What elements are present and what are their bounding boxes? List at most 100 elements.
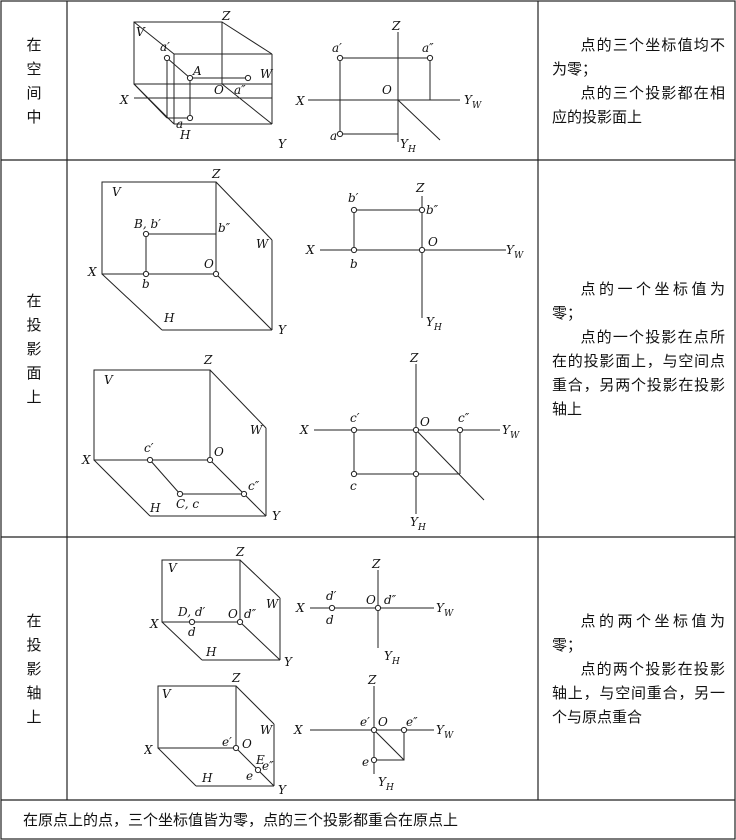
label-W: W <box>256 237 270 251</box>
label-B-b-prime: B, b′ <box>133 217 161 231</box>
label-e: e <box>246 769 253 783</box>
point-O <box>206 456 214 464</box>
row2-desc-line: 点的一个投影在点所在的投影面上，与空间点重合，另两个投影在投影轴上 <box>552 327 725 418</box>
point-D <box>188 618 196 626</box>
point-a-prime <box>163 54 171 62</box>
axis-label-YW-sub: W <box>472 101 482 111</box>
row1-desc-line: 点的三个坐标值均不为零； <box>552 35 725 78</box>
axis-label-YH: Y <box>426 315 435 329</box>
axis-label-YW-sub: W <box>444 609 454 619</box>
proj-point-b-prime <box>350 206 358 214</box>
label-Y: Y <box>278 137 287 151</box>
label-X: X <box>87 265 97 279</box>
label-Z: Z <box>231 672 241 685</box>
axis-label-Z: Z <box>367 674 377 687</box>
label-d: d <box>188 625 196 639</box>
point-O <box>212 270 220 278</box>
label-V: V <box>104 373 114 387</box>
row2b-box-diagram: V Z X Y W H O c′ c″ C, c <box>81 353 281 523</box>
label-A: A <box>192 64 202 78</box>
label-Z: Z <box>211 167 221 181</box>
point-b <box>142 270 150 278</box>
axis-label-X: X <box>295 94 305 108</box>
point-B <box>142 230 150 238</box>
proj-point-a-double-prime <box>426 54 434 62</box>
proj-point-O <box>412 426 420 434</box>
proj-label-b: b <box>350 257 358 271</box>
label-Z: Z <box>221 9 231 23</box>
axis-label-YW: Y <box>436 723 445 737</box>
row2b-projection-diagram: Z X O Y W Y H c′ c″ c <box>299 351 520 530</box>
row1-category-char: 空 <box>26 59 42 78</box>
point-c-prime <box>146 456 154 464</box>
row2-desc-line: 点的一个坐标值为零； <box>552 279 725 322</box>
row1-box-diagram: V Z X Y W H O a′ A a″ a <box>119 9 287 151</box>
axis-label-YW-sub: W <box>510 431 520 441</box>
label-b: b <box>142 277 150 291</box>
label-H: H <box>179 128 191 142</box>
label-a: a <box>176 117 183 131</box>
proj-point-e-double-prime <box>400 726 408 734</box>
label-c-double-prime: c″ <box>248 479 260 493</box>
axis-label-Z: Z <box>391 19 401 33</box>
axis-label-YH-sub: H <box>385 783 394 792</box>
row3b-box-diagram: V Z X Y W H O e′ E e″ e <box>144 672 287 796</box>
row3-desc-line: 点的两个坐标值为零； <box>552 611 725 654</box>
proj-label-e-double-prime: e″ <box>406 715 418 729</box>
row3-category-char: 轴 <box>26 683 42 702</box>
label-V: V <box>162 687 172 701</box>
axis-label-YH-sub: H <box>391 657 400 667</box>
proj-point-b-double-prime <box>418 206 426 214</box>
proj-label-a: a <box>330 129 337 143</box>
label-e-double-prime: e″ <box>262 759 274 773</box>
proj-point-c-double-prime <box>456 426 464 434</box>
axis-label-YH: Y <box>384 649 393 663</box>
proj-point-c <box>350 470 358 478</box>
axis-label-YW-sub: W <box>444 731 454 741</box>
row2-category-char: 影 <box>26 339 42 358</box>
axis-label-YH-sub: H <box>433 323 442 332</box>
point-e-prime <box>232 744 240 752</box>
axis-label-YH: Y <box>400 137 409 151</box>
label-V: V <box>168 561 178 575</box>
row3-category-char: 上 <box>26 707 42 726</box>
axis-label-O: O <box>366 593 376 607</box>
point-A <box>186 74 194 82</box>
axis-label-X: X <box>305 243 315 257</box>
proj-point-O <box>418 246 426 254</box>
label-W: W <box>260 723 274 737</box>
label-X: X <box>149 617 159 631</box>
row3-category-char: 影 <box>26 659 42 678</box>
row1-category: 在 空 间 中 <box>1 1 67 160</box>
point-a-double-prime <box>244 74 252 82</box>
point-E <box>254 766 262 774</box>
label-E: E <box>255 753 265 767</box>
row3-description: 点的两个坐标值为零； 点的两个投影在投影轴上，与空间重合，另一个与原点重合 <box>538 537 735 800</box>
label-V: V <box>136 25 146 39</box>
label-O: O <box>228 607 238 621</box>
axis-label-YW: Y <box>436 601 445 615</box>
table-footer: 在原点上的点，三个坐标值皆为零，点的三个投影都重合在原点上 <box>1 800 735 839</box>
row1-category-char: 在 <box>26 35 42 54</box>
row1-desc-line: 点的三个投影都在相应的投影面上 <box>552 83 725 126</box>
label-W: W <box>250 423 264 437</box>
row2-description: 点的一个坐标值为零； 点的一个投影在点所在的投影面上，与空间点重合，另两个投影在… <box>538 160 735 537</box>
label-d-double-prime: d″ <box>244 607 257 621</box>
label-Y: Y <box>272 509 281 523</box>
row3a-box-diagram: V Z X Y W H O D, d′ d d″ <box>149 545 293 669</box>
proj-label-a-prime: a′ <box>332 41 342 55</box>
row2-category-char: 上 <box>26 387 42 406</box>
proj-label-c-double-prime: c″ <box>458 411 470 425</box>
row1-category-char: 中 <box>26 107 42 126</box>
label-Y: Y <box>278 783 287 796</box>
axis-label-O: O <box>428 235 438 249</box>
proj-point-e <box>370 756 378 764</box>
row2-category: 在 投 影 面 上 <box>1 160 67 537</box>
proj-label-c-prime: c′ <box>350 411 360 425</box>
label-X: X <box>119 93 129 107</box>
axis-label-X: X <box>293 723 303 737</box>
row3b-projection-diagram: Z X O Y W Y H e′ e″ e <box>293 674 454 792</box>
axis-label-YW: Y <box>506 243 515 257</box>
proj-label-d-double-prime: d″ <box>384 593 397 607</box>
